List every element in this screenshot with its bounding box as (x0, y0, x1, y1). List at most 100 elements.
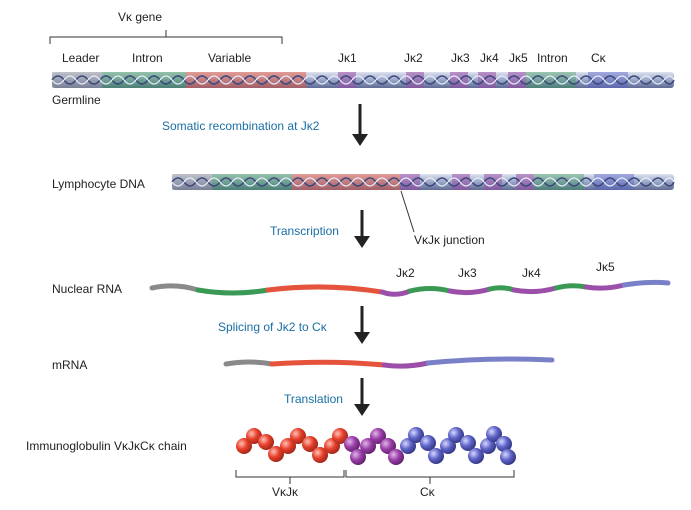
c-residue-bead (480, 438, 496, 454)
lymphocyte-j4-region (484, 174, 502, 190)
mrna-strand (223, 356, 555, 369)
mrna-section: mRNA (52, 356, 555, 372)
j-residue-bead (344, 436, 360, 452)
rna-variable-segment (265, 284, 385, 295)
j-residue-bead (370, 428, 386, 444)
lymphocyte-j5-region (516, 174, 534, 190)
germline-strand-b (51, 75, 675, 85)
splicing-step: Splicing of Jκ2 to Cκ (218, 306, 370, 344)
variable-label: Variable (208, 51, 251, 65)
lymphocyte-dna-label: Lymphocyte DNA (52, 177, 145, 191)
recombination-step: Somatic recombination at Jκ2 (162, 104, 368, 146)
germline-label: Germline (52, 93, 101, 107)
vj-residue-bead (302, 436, 318, 452)
j5-label: Jκ5 (509, 51, 528, 65)
nuclear-rna-section: Nuclear RNA Jκ2 Jκ3 Jκ4 Jκ5 (52, 260, 671, 297)
rna-leader-segment (149, 283, 201, 293)
vj-domain-label: VκJκ (272, 485, 299, 499)
germline-intron-region (102, 72, 186, 88)
splicing-step-label: Splicing of Jκ2 to Cκ (218, 320, 328, 334)
c-residue-bead (428, 448, 444, 464)
mrna-variable-segment (269, 359, 387, 368)
rna-constant-segment (621, 279, 671, 288)
rna-j3-segment (447, 286, 493, 296)
rna-j4-segment (511, 285, 559, 295)
j-residue-bead (388, 449, 404, 465)
junction-label: VκJκ junction (414, 233, 485, 247)
germline-j1-region (338, 72, 356, 88)
nuclear-rna-label: Nuclear RNA (52, 282, 122, 296)
j-residue-bead (380, 438, 396, 454)
vj-residue-bead (312, 447, 328, 463)
vj-residue-bead (258, 434, 274, 450)
transcription-arrow-head (354, 236, 370, 248)
rna-intron-c-segment (553, 283, 589, 291)
protein-section: Immunoglobulin VκJκCκ chain (26, 426, 516, 499)
transcription-step: Transcription (270, 210, 370, 248)
rna-intron-b-segment (487, 285, 517, 293)
lymphocyte-dna-helix (171, 174, 675, 190)
vj-residue-bead (332, 428, 348, 444)
vj-residue-bead (280, 438, 296, 454)
rna-j2-label: Jκ2 (396, 266, 415, 280)
junction-pointer-line (400, 190, 415, 233)
c-residue-bead (408, 427, 424, 443)
protein-domain-brackets (235, 470, 515, 478)
j4-label: Jκ4 (480, 51, 499, 65)
mrna-leader-segment (223, 359, 275, 367)
intron-label: Intron (132, 51, 163, 65)
germline-c-region (588, 72, 628, 88)
recombination-step-label: Somatic recombination at Jκ2 (162, 119, 320, 133)
vj-residue-bead (236, 438, 252, 454)
rna-j5-label: Jκ5 (596, 260, 615, 274)
c-residue-bead (500, 449, 516, 465)
intron2-label: Intron (537, 51, 568, 65)
rna-j5-segment (583, 282, 627, 291)
rna-intron-a-segment (407, 286, 453, 294)
j3-label: Jκ3 (451, 51, 470, 65)
c-residue-bead (400, 438, 416, 454)
lymphocyte-variable-region (292, 174, 400, 190)
v-gene-label: Vκ gene (118, 10, 162, 24)
mrna-constant-segment (425, 356, 555, 366)
nuclear-rna-strand (149, 279, 671, 297)
vj-residue-bead (268, 446, 284, 462)
splicing-arrow-head (354, 332, 370, 344)
c-residue-bead (486, 426, 502, 442)
germline-j5-region (508, 72, 526, 88)
translation-step-label: Translation (284, 392, 343, 406)
transcription-step-label: Transcription (270, 224, 339, 238)
j-residue-bead (360, 438, 376, 454)
j2-label: Jκ2 (404, 51, 423, 65)
germline-j4-region (478, 72, 496, 88)
translation-arrow-head (354, 404, 370, 416)
germline-variable-region (186, 72, 306, 88)
germline-dna-helix (51, 72, 675, 88)
lymphocyte-j2-region (400, 174, 420, 190)
translation-step: Translation (284, 378, 370, 416)
vj-residue-bead (246, 428, 262, 444)
protein-chain (236, 426, 516, 465)
j1-label: Jκ1 (338, 51, 357, 65)
v-gene-bracket (49, 30, 283, 44)
c-label: Cκ (591, 51, 607, 65)
rna-j2-segment (379, 288, 413, 297)
protein-chain-label: Immunoglobulin VκJκCκ chain (26, 439, 187, 453)
mrna-label: mRNA (52, 358, 87, 372)
lymphocyte-strand-b (171, 177, 675, 187)
c-residue-bead (448, 427, 464, 443)
rna-j4-label: Jκ4 (522, 266, 541, 280)
lymphocyte-leader-region (172, 174, 212, 190)
c-residue-bead (420, 435, 436, 451)
c-residue-bead (468, 448, 484, 464)
vj-residue-bead (290, 428, 306, 444)
lymphocyte-section: Lymphocyte DNA VκJκ junction (52, 174, 675, 247)
rna-intron-segment (195, 287, 271, 296)
mrna-j-segment (381, 360, 431, 369)
germline-section: Vκ gene Leader Intron Variable Jκ1 Jκ2 J… (49, 10, 675, 107)
germline-j2-region (406, 72, 424, 88)
c-residue-bead (460, 435, 476, 451)
c-residue-bead (496, 436, 512, 452)
lymphocyte-intron2-region (534, 174, 584, 190)
